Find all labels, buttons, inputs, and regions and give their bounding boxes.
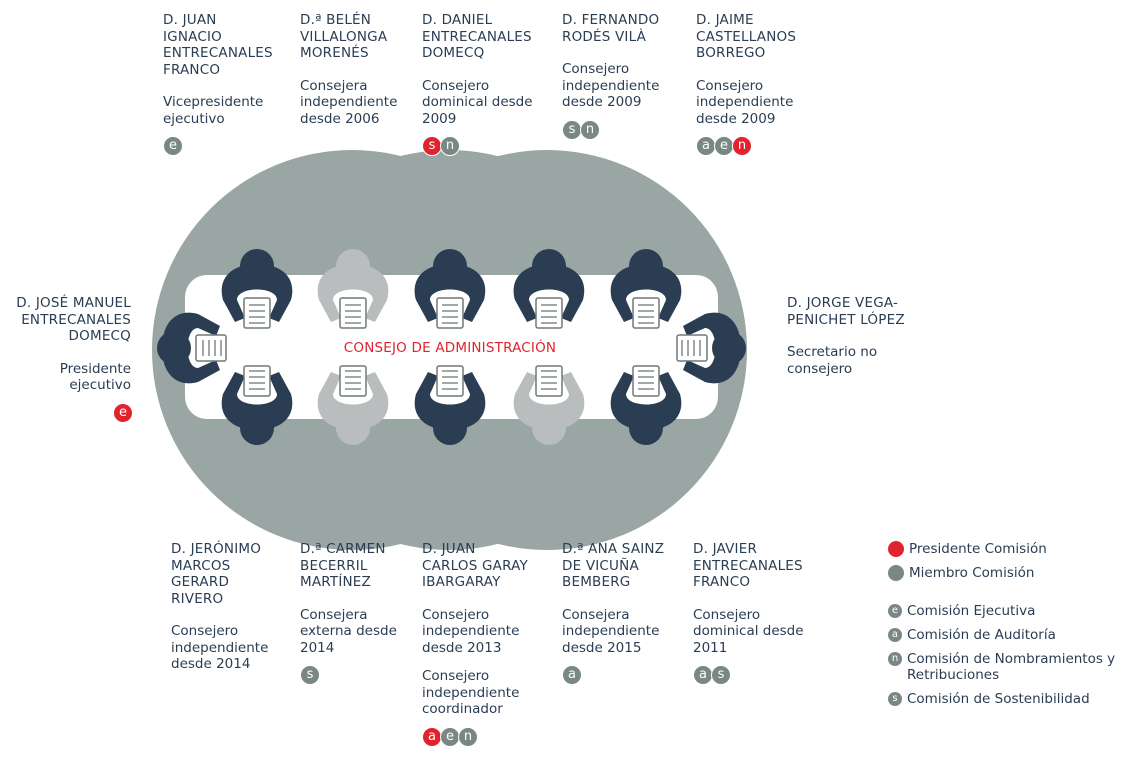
committee-n-icon: n bbox=[888, 652, 902, 666]
committee-e-badge: e bbox=[113, 402, 133, 423]
member-role: Secretario no consejero bbox=[787, 344, 878, 377]
legend-president: Presidente Comisión bbox=[888, 541, 1117, 557]
committee-a-badge: a bbox=[562, 665, 582, 685]
member-name: D.ª BELÉN VILLALONGA MORENÉS bbox=[300, 12, 388, 61]
top-member-4: D. FERNANDO RODÉS VILÀ Consejero indepen… bbox=[562, 12, 674, 140]
bottom-member-5: D. JAVIER ENTRECANALES FRANCO Consejero … bbox=[693, 541, 805, 685]
member-name: D. JUAN IGNACIO ENTRECANALES FRANCO bbox=[163, 12, 273, 78]
seat-icon bbox=[221, 249, 293, 329]
committee-a-badge: a bbox=[693, 665, 713, 685]
legend-committee-e: e Comisión Ejecutiva bbox=[888, 603, 1117, 619]
member-name: D. JORGE VEGA-PENICHET LÓPEZ bbox=[787, 295, 905, 328]
seat-icon bbox=[157, 312, 227, 384]
member-name: D.ª CARMEN BECERRIL MARTÍNEZ bbox=[300, 541, 386, 590]
seat-icon bbox=[610, 249, 682, 329]
committee-a-badge: a bbox=[696, 136, 716, 156]
seats bbox=[157, 249, 746, 445]
committee-e-badge: e bbox=[440, 726, 460, 747]
president-dot-icon bbox=[888, 541, 904, 557]
badge-group: e bbox=[163, 136, 275, 156]
seat-icon bbox=[676, 312, 746, 384]
seat-icon bbox=[513, 249, 585, 329]
member-name: D. JERÓNIMO MARCOS GERARD RIVERO bbox=[171, 541, 262, 607]
committee-n-badge: n bbox=[732, 136, 752, 156]
seat-icon bbox=[317, 365, 389, 445]
table-label: CONSEJO DE ADMINISTRACIÓN bbox=[343, 340, 557, 356]
committee-a-icon: a bbox=[888, 628, 902, 642]
legend-committee-label: Comisión Ejecutiva bbox=[907, 603, 1036, 619]
legend-president-label: Presidente Comisión bbox=[909, 541, 1047, 557]
member-name: D.ª ANA SAINZ DE VICUÑA BEMBERG bbox=[562, 541, 665, 590]
seat-icon bbox=[610, 365, 682, 445]
committee-e-badge: e bbox=[163, 136, 183, 156]
committee-s-badge: s bbox=[711, 665, 731, 685]
legend-committee-n: n Comisión de Nombramientos y Retribucio… bbox=[888, 651, 1117, 683]
committee-n-badge: n bbox=[580, 119, 600, 140]
committee-s-badge: s bbox=[562, 119, 582, 140]
member-name: D. FERNANDO RODÉS VILÀ bbox=[562, 12, 660, 45]
committee-s-badge: s bbox=[300, 665, 320, 685]
bottom-member-2: D.ª CARMEN BECERRIL MARTÍNEZ Consejera e… bbox=[300, 541, 412, 685]
legend-member-label: Miembro Comisión bbox=[909, 565, 1035, 581]
seat-icon bbox=[317, 249, 389, 329]
top-member-3: D. DANIEL ENTRECANALES DOMECQ Consejero … bbox=[422, 12, 534, 156]
seat-icon bbox=[513, 365, 585, 445]
legend-committee-label: Comisión de Nombramientos y Retribucione… bbox=[907, 651, 1116, 683]
legend-committee-s: s Comisión de Sostenibilidad bbox=[888, 691, 1117, 707]
bottom-member-3: D. JUAN CARLOS GARAY IBARGARAY Consejero… bbox=[422, 541, 534, 747]
member-name: D. JUAN CARLOS GARAY IBARGARAY bbox=[422, 541, 528, 590]
badge-group: s bbox=[300, 665, 412, 685]
legend-member: Miembro Comisión bbox=[888, 565, 1117, 581]
member-role: Consejera externa desde 2014 bbox=[300, 606, 397, 656]
member-role: Consejero dominical desde 2011 bbox=[693, 606, 804, 656]
legend-committee-label: Comisión de Sostenibilidad bbox=[907, 691, 1090, 707]
bottom-member-4: D.ª ANA SAINZ DE VICUÑA BEMBERG Consejer… bbox=[562, 541, 674, 685]
member-role: Consejero independiente desde 2009 bbox=[562, 61, 660, 110]
seat-icon bbox=[221, 365, 293, 445]
member-role: Presidente ejecutivo bbox=[59, 360, 131, 394]
right-member: D. JORGE VEGA-PENICHET LÓPEZ Secretario … bbox=[787, 295, 907, 377]
seat-icon bbox=[414, 365, 486, 445]
committee-n-badge: n bbox=[458, 726, 478, 747]
badge-group: e bbox=[15, 402, 133, 423]
badge-group: a bbox=[562, 665, 674, 685]
member-role: Consejero dominical desde 2009 bbox=[422, 77, 533, 127]
member-name: D. JAVIER ENTRECANALES FRANCO bbox=[693, 541, 803, 590]
committee-e-badge: e bbox=[714, 136, 734, 156]
table-top bbox=[185, 275, 718, 419]
member-role: Consejera independiente desde 2006 bbox=[300, 77, 398, 127]
legend: Presidente Comisión Miembro Comisión e C… bbox=[888, 541, 1117, 715]
member-name: D. JOSÉ MANUEL ENTRECANALES DOMECQ bbox=[16, 295, 131, 344]
committee-e-icon: e bbox=[888, 604, 902, 618]
committee-s-icon: s bbox=[888, 692, 902, 706]
member-role: Consejero independiente desde 2014 bbox=[171, 623, 269, 672]
committee-a-badge: a bbox=[422, 726, 442, 747]
committee-s-badge: s bbox=[422, 136, 442, 156]
legend-committee-a: a Comisión de Auditoría bbox=[888, 627, 1117, 643]
member-role: Consejero independiente desde 2009 bbox=[696, 77, 794, 127]
legend-committee-label: Comisión de Auditoría bbox=[907, 627, 1056, 643]
top-member-1: D. JUAN IGNACIO ENTRECANALES FRANCO Vice… bbox=[163, 12, 275, 156]
member-role: Vicepresidente ejecutivo bbox=[163, 94, 264, 127]
top-member-5: D. JAIME CASTELLANOS BORREGO Consejero i… bbox=[696, 12, 808, 156]
left-member: D. JOSÉ MANUEL ENTRECANALES DOMECQ Presi… bbox=[15, 295, 133, 423]
member-name: D. DANIEL ENTRECANALES DOMECQ bbox=[422, 12, 532, 61]
top-member-2: D.ª BELÉN VILLALONGA MORENÉS Consejera i… bbox=[300, 12, 412, 136]
seat-icon bbox=[414, 249, 486, 329]
member-extra-role: Consejero independiente coordinador bbox=[422, 668, 520, 717]
member-role: Consejero independiente desde 2013 bbox=[422, 606, 520, 656]
member-role: Consejera independiente desde 2015 bbox=[562, 606, 660, 656]
member-name: D. JAIME CASTELLANOS BORREGO bbox=[696, 12, 797, 61]
member-dot-icon bbox=[888, 565, 904, 581]
committee-n-badge: n bbox=[440, 136, 460, 156]
bottom-member-1: D. JERÓNIMO MARCOS GERARD RIVERO Conseje… bbox=[171, 541, 283, 682]
